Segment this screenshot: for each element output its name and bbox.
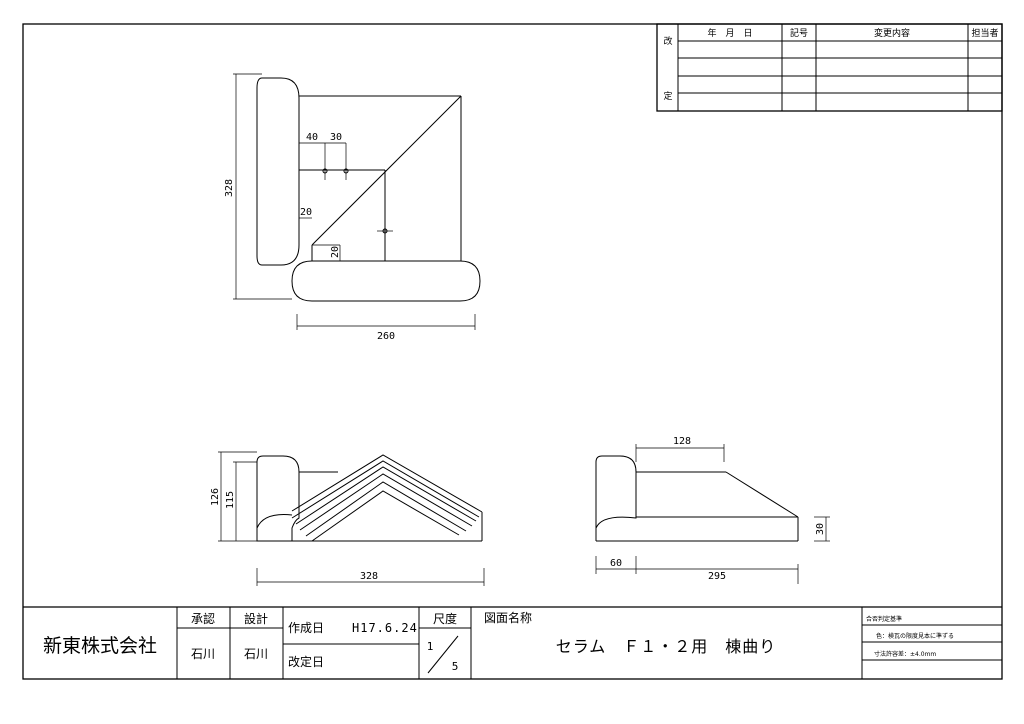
revision-header-mark: 記号: [790, 27, 808, 39]
drawing-frame: [22, 23, 1003, 680]
created-label: 作成日: [288, 621, 324, 635]
dim-side-30: 30: [815, 523, 826, 535]
dim-front-width: 328: [360, 571, 378, 582]
side-view: [595, 444, 830, 584]
dim-plan-40: 40: [306, 132, 318, 143]
revision-table: [656, 23, 1003, 112]
scale-label: 尺度: [433, 611, 457, 626]
dim-plan-width: 260: [377, 331, 395, 342]
title-block: [23, 606, 1002, 679]
company-name: 新東株式会社: [43, 635, 157, 657]
design-label: 設計: [244, 611, 268, 626]
revised-label: 改定日: [288, 654, 324, 669]
approver-name: 石川: [191, 647, 215, 661]
criteria-color: 色：検瓦の限度見本に準ずる: [876, 632, 954, 640]
scale-numerator: 1: [427, 640, 434, 653]
created-date: H17.6.24: [352, 621, 418, 635]
criteria-tolerance: 寸法許容差：±4.0mm: [874, 650, 936, 658]
revision-header-content: 変更内容: [874, 27, 910, 39]
drawing-name: セラム Ｆ１・２用 棟曲り: [556, 637, 777, 656]
dim-side-128: 128: [673, 436, 691, 447]
dim-plan-height: 328: [224, 179, 235, 197]
designer-name: 石川: [244, 647, 268, 661]
dim-front-126: 126: [210, 488, 221, 506]
revision-side-label-top: 改: [663, 35, 672, 47]
criteria-title: 合否判定基準: [866, 615, 902, 623]
scale-denominator: 5: [452, 660, 459, 673]
plan-view: [233, 73, 481, 330]
dim-plan-20-left: 20: [300, 207, 312, 218]
dim-side-295: 295: [708, 571, 726, 582]
drawing-name-label: 図面名称: [484, 610, 532, 625]
approve-label: 承認: [191, 611, 215, 626]
revision-header-date: 年 月 日: [707, 27, 752, 39]
revision-side-label-bottom: 定: [663, 90, 672, 102]
dim-front-115: 115: [225, 491, 236, 509]
revision-header-person: 担当者: [971, 27, 998, 39]
dim-plan-20-bottom: 20: [330, 246, 341, 258]
dim-side-60: 60: [610, 558, 622, 569]
dim-plan-30: 30: [330, 132, 342, 143]
front-view: [218, 451, 485, 586]
